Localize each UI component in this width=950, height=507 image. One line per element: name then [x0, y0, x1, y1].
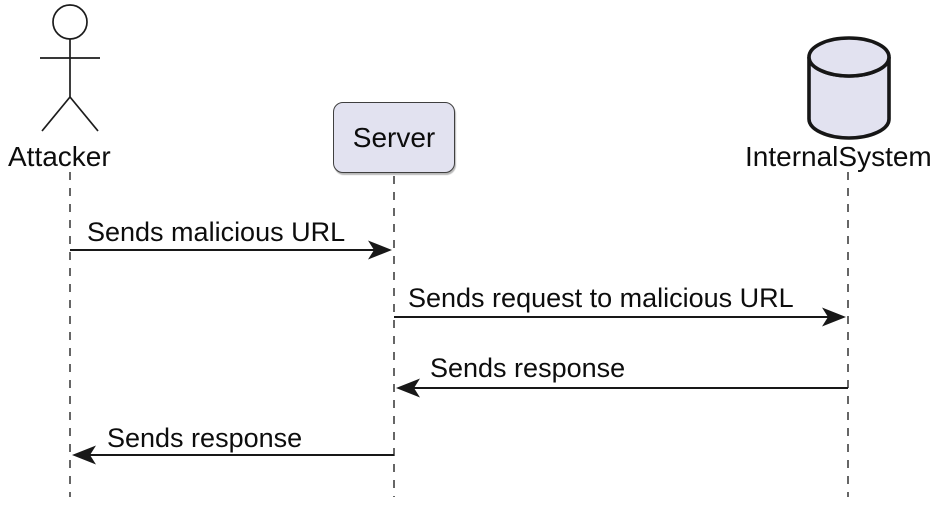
- actor-head: [52, 4, 88, 40]
- database-icon: [807, 36, 891, 140]
- message-arrow-2: [394, 307, 846, 327]
- message-label-2: Sends request to malicious URL: [408, 283, 794, 313]
- actor-left-leg: [41, 96, 71, 132]
- message-label-1: Sends malicious URL: [87, 217, 346, 247]
- participant-box-server: Server: [333, 102, 455, 173]
- arrowhead-right-icon: [368, 240, 392, 260]
- arrowhead-left-icon: [396, 378, 420, 398]
- arrowhead-left-icon: [72, 445, 96, 465]
- actor-right-leg: [69, 96, 99, 132]
- message-label-3: Sends response: [430, 353, 626, 383]
- message-arrow-3: [396, 378, 848, 398]
- participant-label-server: Server: [352, 121, 436, 153]
- message-label-4: Sends response: [107, 423, 303, 453]
- actor-icon: [40, 4, 100, 132]
- database-top: [807, 36, 891, 78]
- participant-label-internalsystem: InternalSystem: [745, 141, 932, 172]
- message-arrow-1: [70, 240, 392, 260]
- message-arrow-4: [72, 445, 394, 465]
- arrowhead-right-icon: [822, 307, 846, 327]
- participant-label-attacker: Attacker: [8, 141, 111, 172]
